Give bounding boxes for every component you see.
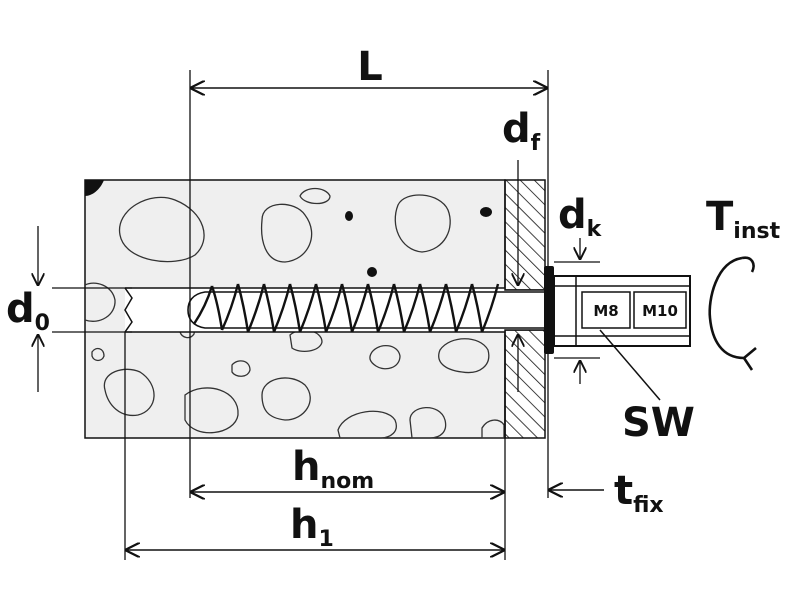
- label-d-k: dk: [558, 192, 603, 242]
- label-d-0: d0: [6, 286, 50, 336]
- label-d-f: df: [502, 106, 541, 156]
- label-L: L: [357, 44, 383, 90]
- wrench-size-SW: SW: [599, 329, 695, 446]
- label-h-1: h1: [290, 502, 334, 552]
- concrete-screw: M8 M10: [187, 266, 691, 354]
- dimension-d-k: dk: [554, 192, 603, 384]
- label-T-inst: Tinst: [706, 194, 781, 244]
- label-t-fix: tfix: [614, 468, 664, 518]
- dimension-d-f: df: [502, 106, 541, 392]
- dimension-d-0: d0: [6, 226, 132, 392]
- aggregate-stones: [84, 187, 505, 439]
- rotation-arrow-icon: [742, 347, 757, 371]
- dimension-L: L: [189, 44, 549, 498]
- label-h-nom: hnom: [292, 444, 374, 494]
- thread-size-m8: M8: [593, 302, 618, 320]
- dimension-t-fix: tfix: [548, 468, 664, 518]
- screw-thread: [193, 283, 500, 333]
- label-SW: SW: [622, 400, 695, 446]
- aggregate-dots: [85, 180, 492, 277]
- dimension-h-1: h1: [124, 332, 505, 560]
- dimension-h-nom: hnom: [190, 334, 506, 560]
- torque-T-inst: Tinst: [706, 194, 781, 371]
- thread-size-m10: M10: [642, 302, 678, 320]
